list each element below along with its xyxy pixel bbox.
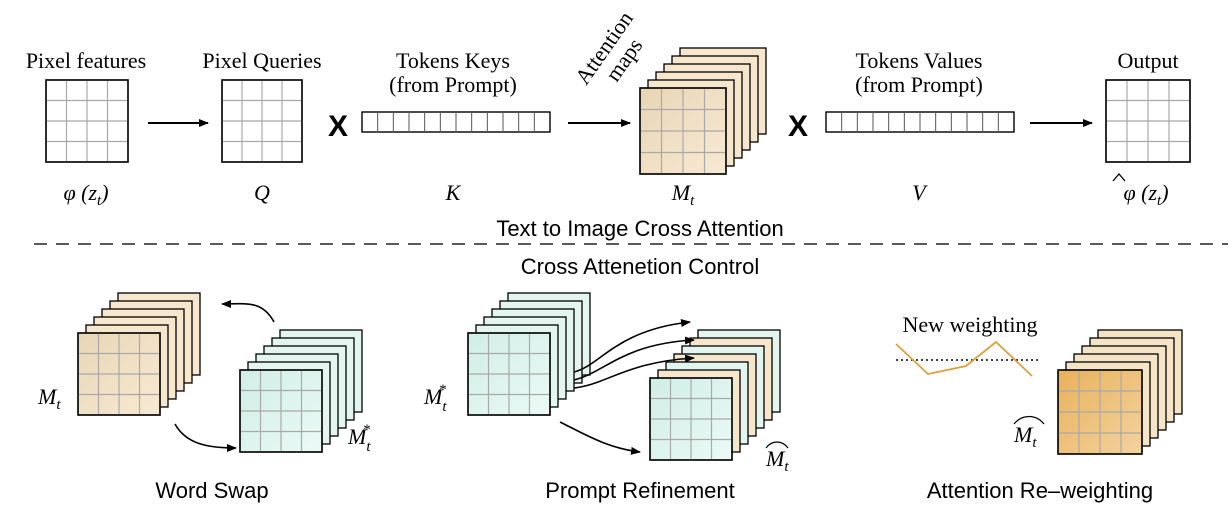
output-symbol: φ (zt): [1123, 180, 1168, 209]
mt-symbol: Mt: [671, 180, 695, 209]
new-weighting-label: New weighting: [902, 312, 1037, 337]
pixel-features-grid: [45, 79, 129, 163]
section-title-bottom: Cross Attenetion Control: [521, 254, 759, 279]
stack-front-map: [1057, 369, 1143, 455]
multiply-sign-2: X: [788, 110, 808, 143]
prompt-refinement-arrow-1: [573, 318, 691, 373]
stack-front-map: [467, 332, 551, 416]
section-title-top: Text to Image Cross Attention: [496, 216, 783, 241]
tokens-values-label-line1: Tokens Values: [856, 48, 983, 73]
stack-front-map: [639, 87, 727, 175]
grid-frame: [1105, 79, 1191, 163]
stack-front-map: [649, 377, 733, 461]
tokens-keys-label-line1: Tokens Keys: [396, 48, 510, 73]
v-symbol: V: [912, 180, 928, 205]
stack-front-map: [77, 332, 161, 416]
word-swap-label-a: Mt: [37, 384, 61, 413]
prompt-refinement-arrow-4: [559, 421, 641, 455]
word-swap-label-b: Mt*: [347, 422, 371, 455]
word-swap-arrow-up: [221, 299, 275, 323]
word-swap-title: Word Swap: [155, 478, 268, 503]
prompt-refinement-label-a: Mt*: [423, 382, 447, 415]
prompt-refinement-title: Prompt Refinement: [545, 478, 735, 503]
pixel-queries-grid: [221, 79, 303, 163]
word-swap-stack-b: [239, 329, 363, 453]
prompt-refinement-arrow-2: [573, 336, 695, 381]
reweighting-hat: [1013, 415, 1045, 425]
k-symbol: K: [445, 180, 462, 205]
prompt-refinement-hat: [765, 441, 789, 449]
token-values-strip: [825, 111, 1015, 133]
word-swap-arrow-down: [174, 423, 237, 452]
tokens-keys-label-line2: (from Prompt): [389, 72, 517, 97]
reweighting-stack: [1057, 329, 1183, 455]
prompt-refinement-stack-b: [649, 329, 781, 461]
word-swap-stack-a: [77, 292, 201, 416]
pixel-features-symbol: φ (zt): [63, 180, 108, 209]
prompt-refinement-stack-a: [467, 292, 591, 416]
grid-frame: [45, 79, 129, 163]
tokens-values-label-line2: (from Prompt): [855, 72, 983, 97]
q-symbol: Q: [254, 180, 270, 205]
output-label: Output: [1117, 48, 1178, 73]
multiply-sign-1: X: [328, 110, 348, 143]
attention-maps-stack: [639, 47, 767, 175]
token-keys-strip: [361, 111, 551, 133]
pixel-queries-label: Pixel Queries: [202, 48, 321, 73]
grid-frame: [221, 79, 303, 163]
prompt-refinement-arrow-3: [573, 354, 695, 389]
pixel-features-label: Pixel features: [26, 48, 146, 73]
prompt-refinement-label-b: Mt: [765, 446, 789, 475]
new-weighting-curve: [895, 340, 1033, 377]
reweighting-label: Mt: [1013, 422, 1037, 451]
output-hat: [1112, 173, 1126, 182]
output-grid: [1105, 79, 1191, 163]
reweighting-title: Attention Re–weighting: [927, 478, 1153, 503]
stack-front-map: [239, 369, 323, 453]
